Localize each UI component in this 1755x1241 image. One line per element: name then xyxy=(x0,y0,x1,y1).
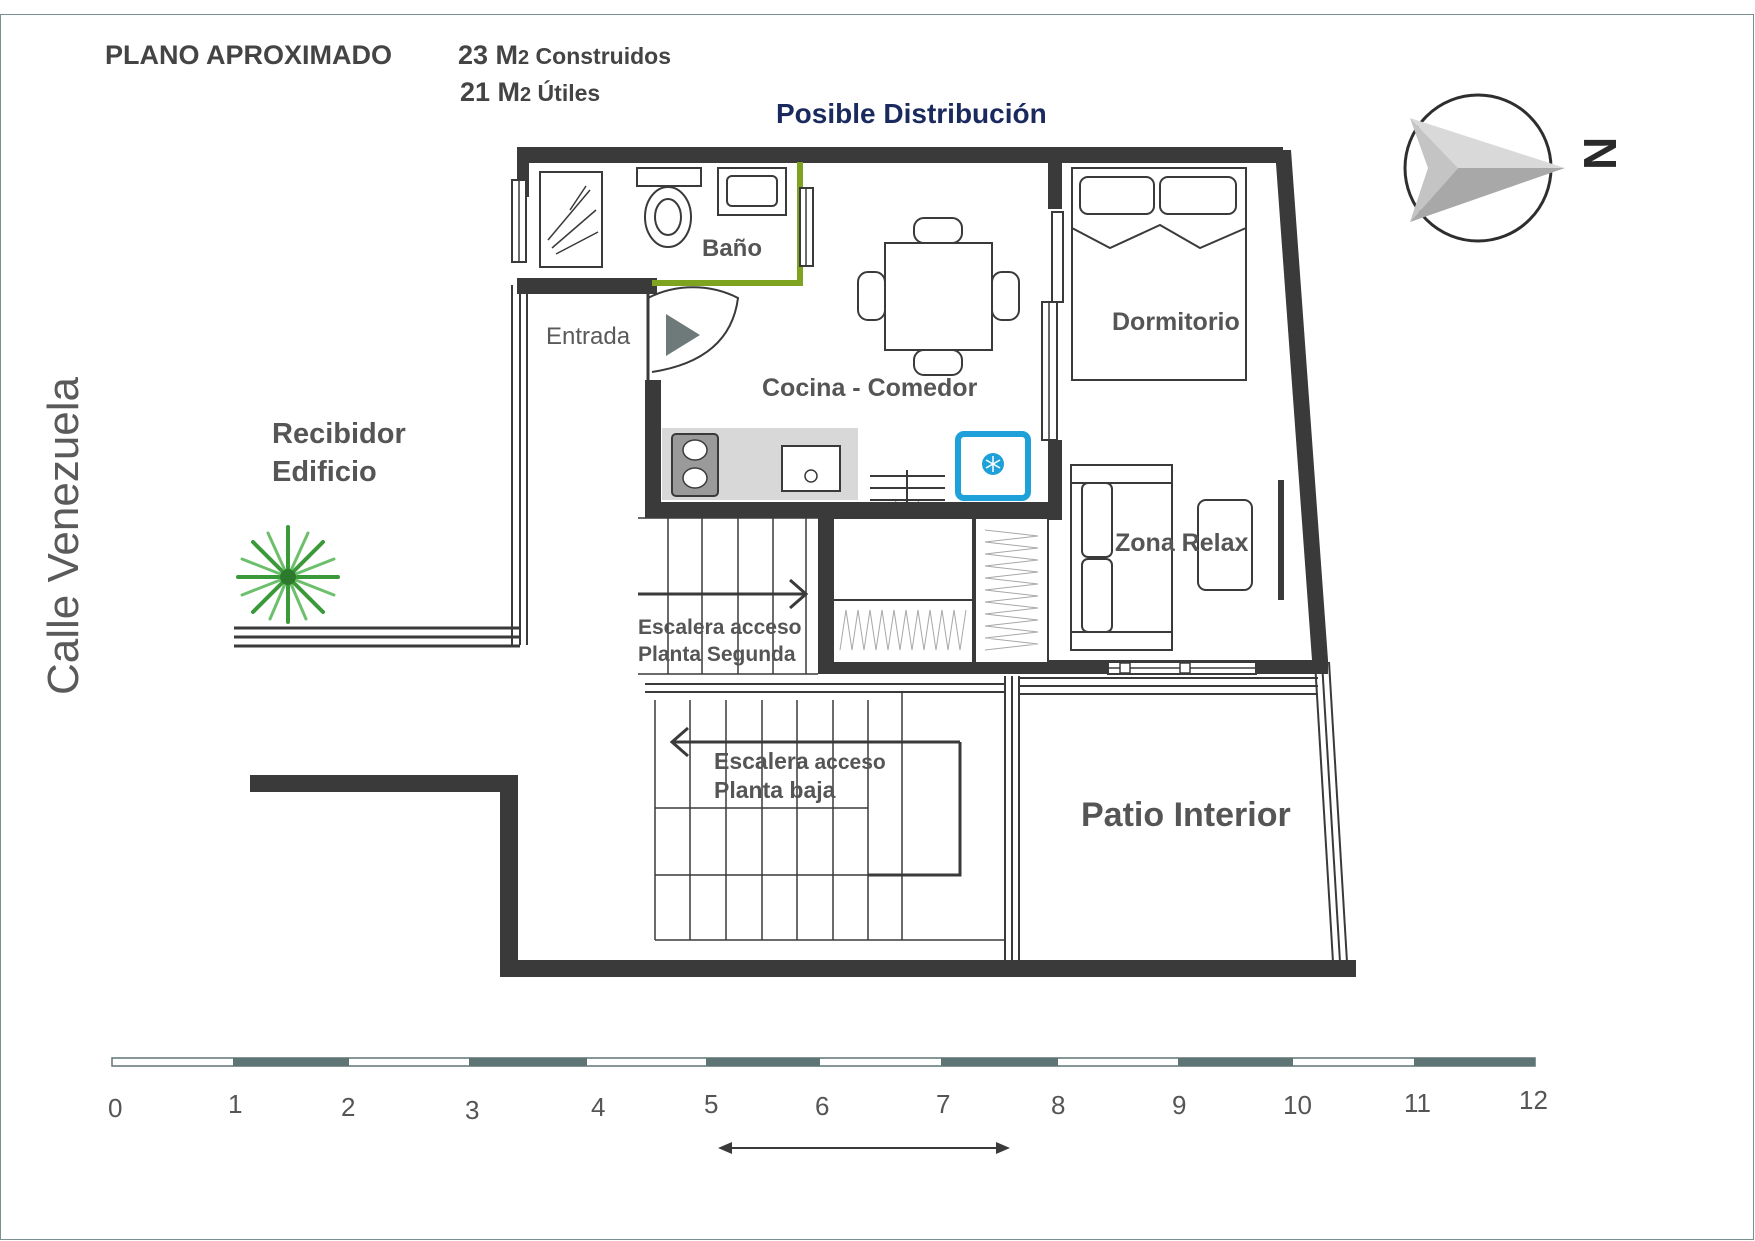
scale-ticks: 0 1 2 3 4 5 6 7 8 9 10 11 12 xyxy=(108,1085,1548,1125)
stairs-up-rest: acceso xyxy=(724,616,801,639)
built-area-value: 23 M xyxy=(458,40,518,70)
compass-arrow-icon xyxy=(1403,93,1565,243)
kitchen-counter xyxy=(662,428,858,500)
north-letter: N xyxy=(1574,137,1626,170)
stairs-down-rest: acceso xyxy=(809,751,886,774)
scale-tick: 2 xyxy=(341,1092,355,1122)
stairs-up-label-line1: Escalera acceso xyxy=(638,616,801,639)
coffee-table xyxy=(1197,499,1253,591)
built-area-sub: 2 xyxy=(518,47,529,69)
useful-area-sub: 2 xyxy=(520,84,531,106)
room-bedroom-label: Dormitorio xyxy=(1112,308,1240,336)
stairs-down-label-line2: Planta baja xyxy=(714,777,836,803)
scale-tick: 6 xyxy=(815,1091,829,1121)
useful-area: 21 M2 Útiles xyxy=(460,77,600,107)
useful-area-value: 21 M xyxy=(460,77,520,107)
double-bed xyxy=(1071,167,1247,381)
patio-label: Patio Interior xyxy=(1081,796,1291,834)
room-relax-label: Zona Relax xyxy=(1115,529,1248,557)
measure-arrow xyxy=(718,1142,1010,1154)
storage-units xyxy=(832,517,1049,664)
scale-bar xyxy=(111,1057,1536,1067)
walls xyxy=(250,147,1356,977)
bath-window xyxy=(511,179,527,263)
distribution-title: Posible Distribución xyxy=(776,98,1047,129)
steps-symbol xyxy=(870,470,945,514)
lobby-label-line1: Recibidor xyxy=(272,418,406,450)
stairs-up-label-line2: Planta Segunda xyxy=(638,643,796,666)
lobby-label-line2: Edificio xyxy=(272,456,377,488)
scale-tick: 7 xyxy=(936,1089,950,1119)
stairs-down-main: Escalera xyxy=(714,748,809,774)
built-area-label: Construidos xyxy=(529,43,671,69)
kitchen-sink xyxy=(781,445,841,492)
entrance-door xyxy=(646,286,740,380)
scale-tick: 3 xyxy=(465,1095,479,1125)
bath-sink xyxy=(717,167,787,216)
stairs-down xyxy=(645,683,1005,941)
scale-tick: 10 xyxy=(1283,1090,1312,1120)
plan-title: PLANO APROXIMADO xyxy=(105,40,392,70)
scale-tick: 0 xyxy=(108,1093,122,1123)
patio-walls xyxy=(1004,661,1348,963)
shower xyxy=(539,171,603,268)
room-kitchen-label: Cocina - Comedor xyxy=(762,374,978,402)
scale-tick: 11 xyxy=(1404,1088,1431,1118)
scale-tick: 9 xyxy=(1172,1090,1186,1120)
room-bath-label: Baño xyxy=(702,235,762,262)
tv-unit xyxy=(1278,480,1284,600)
toilet xyxy=(636,167,702,248)
stairs-up-main: Escalera xyxy=(638,616,725,639)
scale-tick: 12 xyxy=(1519,1085,1548,1115)
stairs-up xyxy=(638,517,818,675)
bathroom xyxy=(539,162,814,286)
entrance-label: Entrada xyxy=(546,323,631,350)
street-name: Calle Venezuela xyxy=(39,376,88,695)
page-frame xyxy=(0,14,1754,1240)
scale-tick: 4 xyxy=(591,1092,605,1122)
built-area: 23 M2 Construidos xyxy=(458,40,671,70)
lobby-wall-lines xyxy=(234,285,528,648)
stairs-down-label-line1: Escalera acceso xyxy=(714,748,886,774)
bedroom-bottom-window xyxy=(1107,661,1257,675)
entrance-arrow-icon xyxy=(666,314,700,356)
dining-table xyxy=(857,217,1020,376)
bedroom-windows xyxy=(1041,211,1064,441)
scale-tick: 5 xyxy=(704,1089,718,1119)
useful-area-label: Útiles xyxy=(531,79,600,106)
plant-icon xyxy=(236,525,340,624)
scale-tick: 8 xyxy=(1051,1090,1065,1120)
sofa xyxy=(1070,464,1173,651)
fridge xyxy=(955,431,1031,501)
scale-tick: 1 xyxy=(228,1089,242,1119)
